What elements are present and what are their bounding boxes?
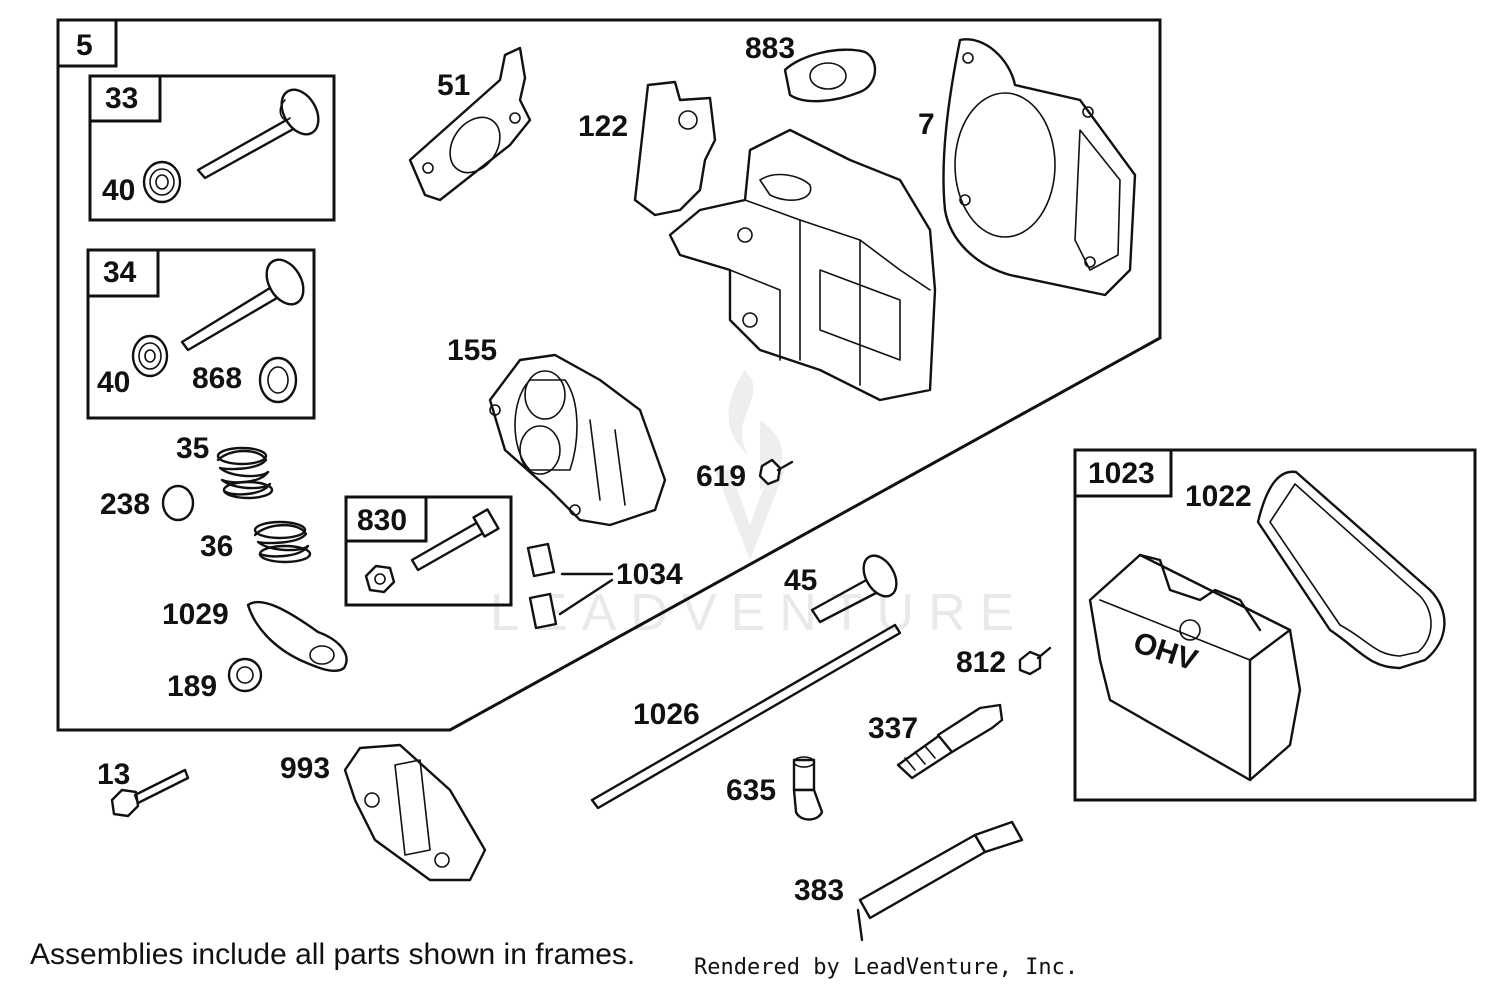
gasket-155-drawing (488, 353, 667, 527)
rotator-868-drawing (258, 356, 298, 404)
part-label-993: 993 (280, 752, 330, 785)
frame-valve-intake: 33 (88, 74, 336, 222)
part-label-812: 812 (956, 646, 1006, 679)
part-label-619: 619 (696, 460, 746, 493)
part-label-1022: 1022 (1185, 480, 1252, 513)
part-label-51: 51 (437, 69, 470, 102)
gasket-122-drawing (633, 80, 717, 217)
gasket-993-drawing (343, 743, 487, 882)
cap-238-drawing (161, 484, 195, 522)
part-label-883: 883 (745, 32, 795, 65)
part-label-383: 383 (794, 874, 844, 907)
assemblies-note: Assemblies include all parts shown in fr… (30, 938, 636, 971)
part-label-40a: 40 (102, 174, 135, 207)
exhaust-valve-drawing (180, 258, 305, 352)
elbow-635-drawing (792, 756, 824, 821)
part-label-238: 238 (100, 488, 150, 521)
part-label-635: 635 (726, 774, 776, 807)
cover-gasket-1022-drawing (1256, 470, 1446, 670)
pivot-189-drawing (227, 657, 263, 693)
part-label-36: 36 (200, 530, 233, 563)
watermark-text: LEADVENTURE (490, 584, 1028, 642)
frame-main-label: 5 (76, 29, 93, 62)
screw-812-drawing (1018, 646, 1052, 676)
stud-drawing (410, 508, 500, 572)
gasket-51-drawing (408, 46, 532, 202)
rocker-arm-1029-drawing (246, 600, 348, 673)
part-label-1026: 1026 (633, 698, 700, 731)
render-credit: Rendered by LeadVenture, Inc. (694, 955, 1079, 980)
part-label-1034: 1034 (616, 558, 683, 591)
spring-35-drawing (216, 446, 274, 500)
valve-seal-40a-drawing (142, 160, 182, 204)
part-label-337: 337 (868, 712, 918, 745)
part-label-35: 35 (176, 432, 209, 465)
intake-valve-drawing (196, 88, 320, 180)
frame-breather: 830 (344, 495, 513, 607)
bolt-13-drawing (110, 768, 190, 818)
part-labels: 40 40 868 51 122 883 7 155 619 35 238 36… (97, 32, 1252, 907)
nut-drawing (364, 564, 396, 594)
part-label-1029: 1029 (162, 598, 229, 631)
tappet-45-drawing (810, 554, 898, 624)
frame-breather-label: 830 (357, 504, 407, 537)
valve-seal-40b-drawing (131, 334, 169, 378)
cylinder-head-drawing (668, 128, 937, 402)
part-label-189: 189 (167, 670, 217, 703)
part-label-7: 7 (918, 108, 935, 141)
spark-plug-337-drawing (896, 703, 1004, 780)
frame-cover: 1023 OHV (1073, 448, 1477, 802)
part-label-122: 122 (578, 110, 628, 143)
frame-valve-exhaust: 34 (86, 248, 316, 420)
screw-619-drawing (758, 458, 794, 486)
part-label-155: 155 (447, 334, 497, 367)
frame-cover-label: 1023 (1088, 457, 1155, 490)
valve-cover-drawing: OHV (1088, 553, 1302, 782)
watermark: LEADVENTURE (490, 370, 1028, 642)
part-label-868: 868 (192, 362, 242, 395)
dipstick-383-drawing (856, 820, 1024, 942)
frame-valve-intake-label: 33 (105, 82, 138, 115)
part-label-40b: 40 (97, 366, 130, 399)
spring-36-drawing (253, 520, 312, 564)
frame-valve-exhaust-label: 34 (103, 256, 137, 289)
guide-1034-drawing (526, 542, 614, 630)
head-gasket-7-drawing (942, 38, 1137, 297)
part-label-13: 13 (97, 758, 130, 791)
frame-main: 5 (56, 18, 1162, 732)
gasket-883-drawing (783, 48, 877, 103)
push-rod-1026-drawing (590, 623, 902, 810)
part-label-45: 45 (784, 564, 817, 597)
